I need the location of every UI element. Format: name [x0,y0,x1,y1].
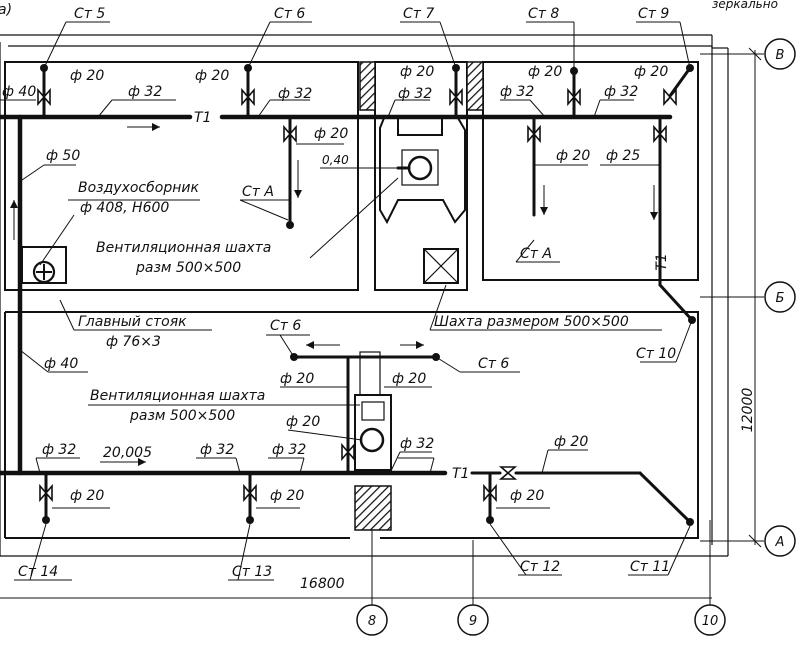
svg-text:ф 32: ф 32 [398,86,432,102]
svg-text:ф 20: ф 20 [286,414,320,430]
upper-rooms [4,61,699,539]
shaft-size-label: Шахта размером 500×500 [434,314,629,330]
svg-text:ф 32: ф 32 [604,84,638,100]
svg-text:10: 10 [702,614,719,629]
svg-text:В: В [776,48,785,63]
axis-bubble-8: 8 [356,604,388,636]
leader-lines [0,21,693,581]
svg-text:8: 8 [368,614,376,629]
axis-bubble-10: 10 [694,604,726,636]
top-right-partial-text: зеркально [712,0,778,11]
svg-text:ф 20: ф 20 [70,68,104,84]
riser-label-st14: Ст 14 [18,564,58,580]
svg-text:ф 20: ф 20 [280,371,314,387]
axis-bubble-b: Б [764,281,796,313]
dimension-length: 16800 [300,576,345,592]
svg-text:ф 20: ф 20 [195,68,229,84]
svg-text:ф 32: ф 32 [128,84,162,100]
sheet-corner-label: а) [0,2,12,18]
riser-label-st6-mid-left: Ст 6 [270,318,301,334]
svg-text:ф 50: ф 50 [46,148,80,164]
flow-arrows [10,123,658,466]
riser-label-st-a-left: Ст А [242,184,274,200]
upper-vent-shaft [359,61,484,284]
svg-text:ф 20: ф 20 [528,64,562,80]
riser-label-st6-top: Ст 6 [274,6,305,22]
svg-text:ф 40: ф 40 [44,356,78,372]
axis-lines [0,47,764,606]
svg-text:А: А [775,535,785,550]
vent-shaft-size-lower: разм 500×500 [129,408,235,424]
dimension-width: 12000 [740,388,756,433]
svg-text:0,40: 0,40 [322,153,349,167]
svg-text:ф 20: ф 20 [510,488,544,504]
axis-bubble-v: В [764,38,796,70]
svg-text:ф 20: ф 20 [70,488,104,504]
svg-text:ф 20: ф 20 [392,371,426,387]
riser-label-st8: Ст 8 [528,6,559,22]
axis-bubble-9: 9 [457,604,489,636]
lower-vent-shaft [354,351,392,531]
svg-text:ф 32: ф 32 [400,436,434,452]
svg-text:ф 25: ф 25 [606,148,640,164]
svg-text:ф 20: ф 20 [634,64,668,80]
svg-text:ф 32: ф 32 [272,442,306,458]
riser-label-st12: Ст 12 [520,559,560,575]
vent-shaft-size-upper: разм 500×500 [135,260,241,276]
text-labels: Т1 Т1 Т1 20,005 Воздухосборник ф 408, Н6… [78,110,670,482]
slope-label: 20,005 [103,445,152,461]
svg-text:ф 20: ф 20 [270,488,304,504]
lower-supply-main [0,470,692,524]
svg-text:ф 20: ф 20 [314,126,348,142]
riser-label-st7: Ст 7 [403,6,434,22]
svg-text:ф 20: ф 20 [556,148,590,164]
svg-text:ф 32: ф 32 [500,84,534,100]
svg-text:ф 32: ф 32 [200,442,234,458]
air-collector-title: Воздухосборник [78,180,199,196]
riser-label-st-a-right: Ст А [520,246,552,262]
svg-text:Б: Б [776,291,785,306]
svg-text:ф 20: ф 20 [400,64,434,80]
svg-text:ф 32: ф 32 [278,86,312,102]
vent-shaft-title-lower: Вентиляционная шахта [90,388,265,404]
building-outline [0,34,729,557]
air-collector [21,246,67,284]
riser-label-st11: Ст 11 [630,559,670,575]
main-riser-size: ф 76×3 [106,334,161,350]
diameter-labels: ф 20 ф 20 ф 20 ф 20 ф 20 ф 40 ф 32 ф 32 … [2,64,668,504]
riser-label-st5: Ст 5 [74,6,105,22]
air-collector-size: ф 408, Н600 [80,200,169,216]
vent-shaft-title-upper: Вентиляционная шахта [96,240,271,256]
t1-label-upper: Т1 [194,110,211,126]
riser-label-st6-mid-right: Ст 6 [478,356,509,372]
t1-label-lower: Т1 [452,466,469,482]
main-riser-title: Главный стояк [78,314,187,330]
t1-label-vertical: Т1 [654,253,670,270]
riser-labels: Ст 5 Ст 6 Ст 7 Ст 8 Ст 9 Ст 6 Ст 6 Ст 10… [18,6,676,580]
svg-text:ф 32: ф 32 [42,442,76,458]
riser-label-st10: Ст 10 [636,346,676,362]
svg-text:9: 9 [469,614,477,629]
riser-branches-bottom [42,471,694,526]
svg-text:ф 20: ф 20 [554,434,588,450]
axis-bubble-a: А [764,525,796,557]
riser-label-st9: Ст 9 [638,6,669,22]
riser-label-st13: Ст 13 [232,564,272,580]
svg-text:ф 40: ф 40 [2,84,36,100]
